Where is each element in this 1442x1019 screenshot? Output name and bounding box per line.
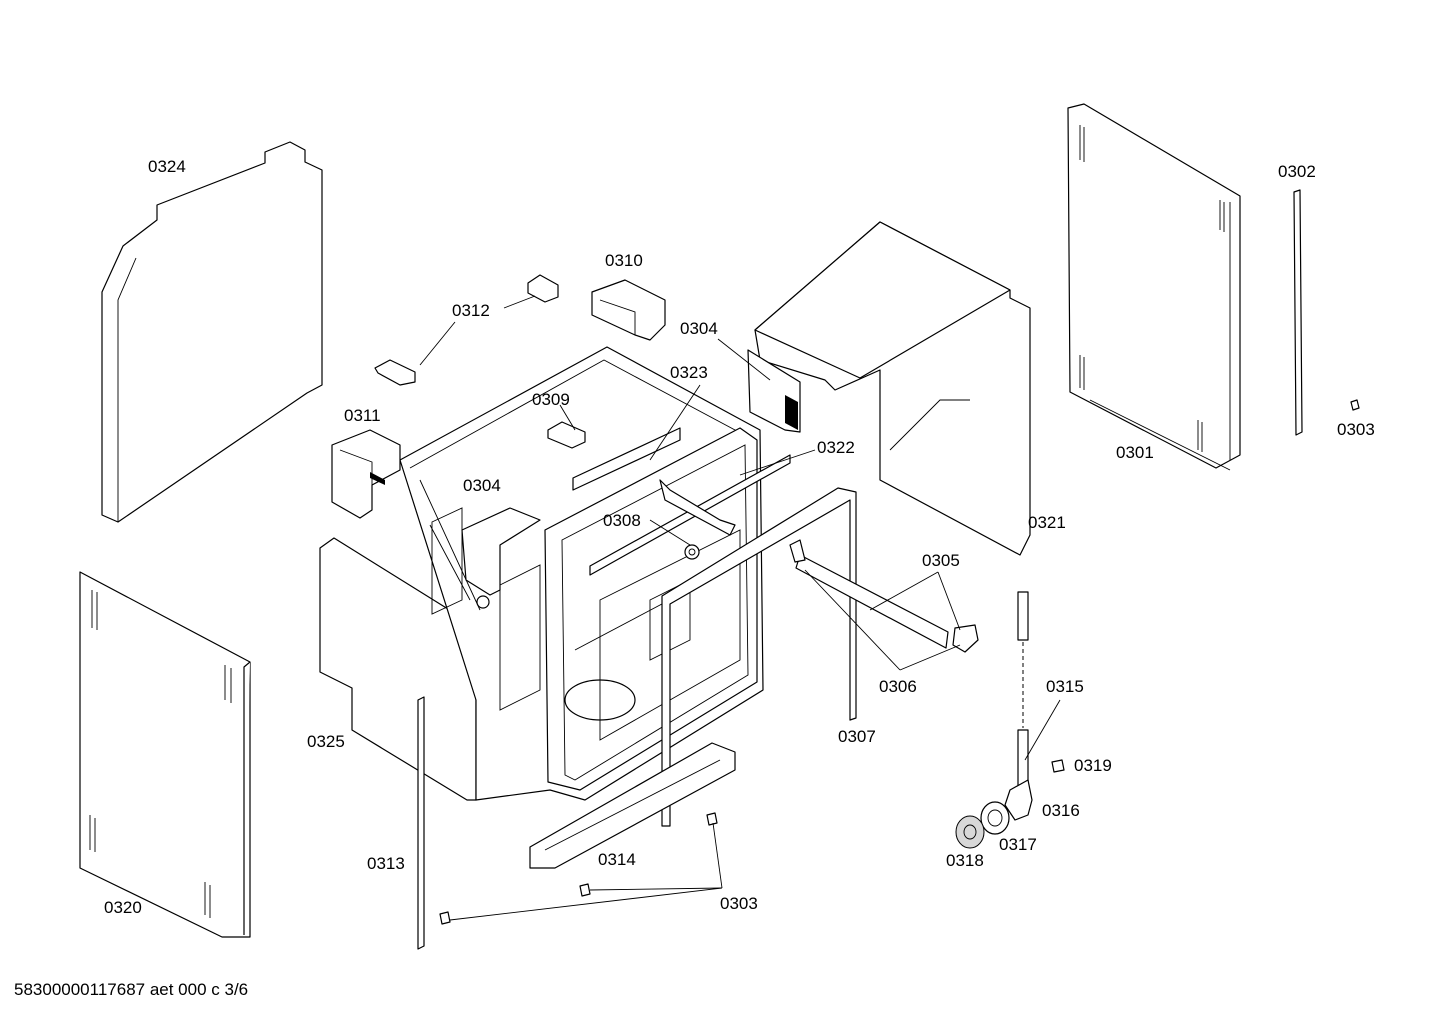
part-0321-panel <box>747 221 1031 556</box>
label-0308: 0308 <box>603 511 641 530</box>
label-0316: 0316 <box>1042 801 1080 820</box>
label-0322: 0322 <box>817 438 855 457</box>
label-0323: 0323 <box>670 363 708 382</box>
part-0322-rail <box>589 454 791 576</box>
part-0315-hose <box>1017 591 1029 791</box>
label-0318: 0318 <box>946 851 984 870</box>
part-0324-panel <box>101 141 323 523</box>
label-0303-bottom: 0303 <box>720 894 758 913</box>
label-0313: 0313 <box>367 854 405 873</box>
part-0320-panel <box>79 571 251 938</box>
label-0320: 0320 <box>104 898 142 917</box>
part-0304-bracket-left <box>461 507 541 596</box>
label-0314: 0314 <box>598 850 636 869</box>
label-0309: 0309 <box>532 390 570 409</box>
label-0306: 0306 <box>879 677 917 696</box>
part-0316-elbow <box>1004 779 1033 821</box>
part-0302-strip <box>1293 189 1303 436</box>
part-0311-block <box>331 429 401 519</box>
part-0318-cap <box>955 815 985 849</box>
label-0317: 0317 <box>999 835 1037 854</box>
label-0304-left: 0304 <box>463 476 501 495</box>
part-0305-hinge <box>789 539 979 653</box>
part-0307-frame <box>661 487 857 827</box>
document-id-footer: 58300000117687 aet 000 c 3/6 <box>14 980 249 999</box>
part-0301-panel <box>1067 103 1241 471</box>
label-0303-right: 0303 <box>1337 420 1375 439</box>
label-0319: 0319 <box>1074 756 1112 775</box>
label-0325: 0325 <box>307 732 345 751</box>
label-0321: 0321 <box>1028 513 1066 532</box>
label-0305: 0305 <box>922 551 960 570</box>
leader-lines <box>419 295 1061 921</box>
part-0312-brackets <box>374 274 559 386</box>
part-0317-nut <box>980 801 1010 835</box>
label-0304-top: 0304 <box>680 319 718 338</box>
screws <box>439 399 1360 925</box>
label-0315: 0315 <box>1046 677 1084 696</box>
label-0312: 0312 <box>452 301 490 320</box>
part-0313-strip <box>417 696 425 950</box>
part-0323-bar <box>572 427 681 491</box>
label-0302: 0302 <box>1278 162 1316 181</box>
label-0307: 0307 <box>838 727 876 746</box>
part-0309-clip <box>547 421 586 449</box>
label-0301: 0301 <box>1116 443 1154 462</box>
part-0314-rail <box>529 742 736 869</box>
part-0310-block <box>591 279 666 341</box>
label-0310: 0310 <box>605 251 643 270</box>
label-0324: 0324 <box>148 157 186 176</box>
label-0311: 0311 <box>344 406 381 425</box>
